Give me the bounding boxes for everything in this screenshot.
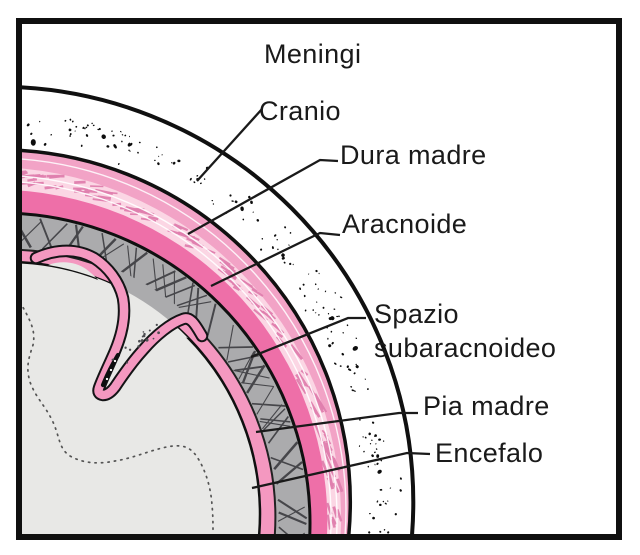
sulcus-pia-lining — [31, 246, 207, 400]
leader-pia-madre — [255, 411, 418, 434]
sulcus-vessel-dot — [105, 377, 109, 381]
leader-aracnoide — [210, 231, 341, 288]
label-dura-madre: Dura madre — [340, 140, 487, 170]
figure-frame: Meningi Cranio Dura madre Aracnoide Spaz… — [16, 18, 622, 540]
sulcus-stipple-dots — [111, 323, 160, 364]
brain-matter-dotted-line — [22, 303, 214, 534]
leader-cranio — [196, 108, 263, 182]
leader-lines — [187, 108, 431, 490]
label-pia-madre: Pia madre — [423, 391, 550, 421]
label-spazio-line2: subaracnoideo — [374, 333, 557, 363]
label-spazio-subaracnoideo: Spazio subaracnoideo — [374, 301, 556, 362]
brain-circle — [22, 261, 262, 534]
diagram-title: Meningi — [264, 39, 362, 69]
label-encefalo: Encefalo — [435, 438, 544, 468]
leader-encefalo — [251, 451, 431, 490]
texture-decorations — [22, 118, 402, 534]
meninges-cross-section — [22, 85, 431, 534]
leader-spazio-subaracnoideo — [250, 316, 366, 359]
sulcus-vessel-dot — [109, 368, 113, 372]
label-cranio: Cranio — [259, 96, 341, 126]
leader-dura-madre — [187, 158, 339, 236]
label-aracnoide: Aracnoide — [342, 209, 468, 239]
brain-sulcus — [29, 244, 209, 407]
label-spazio-line1: Spazio — [374, 299, 459, 329]
sulcus-slit — [100, 352, 121, 388]
sulcus-vessel-dot — [113, 359, 117, 363]
